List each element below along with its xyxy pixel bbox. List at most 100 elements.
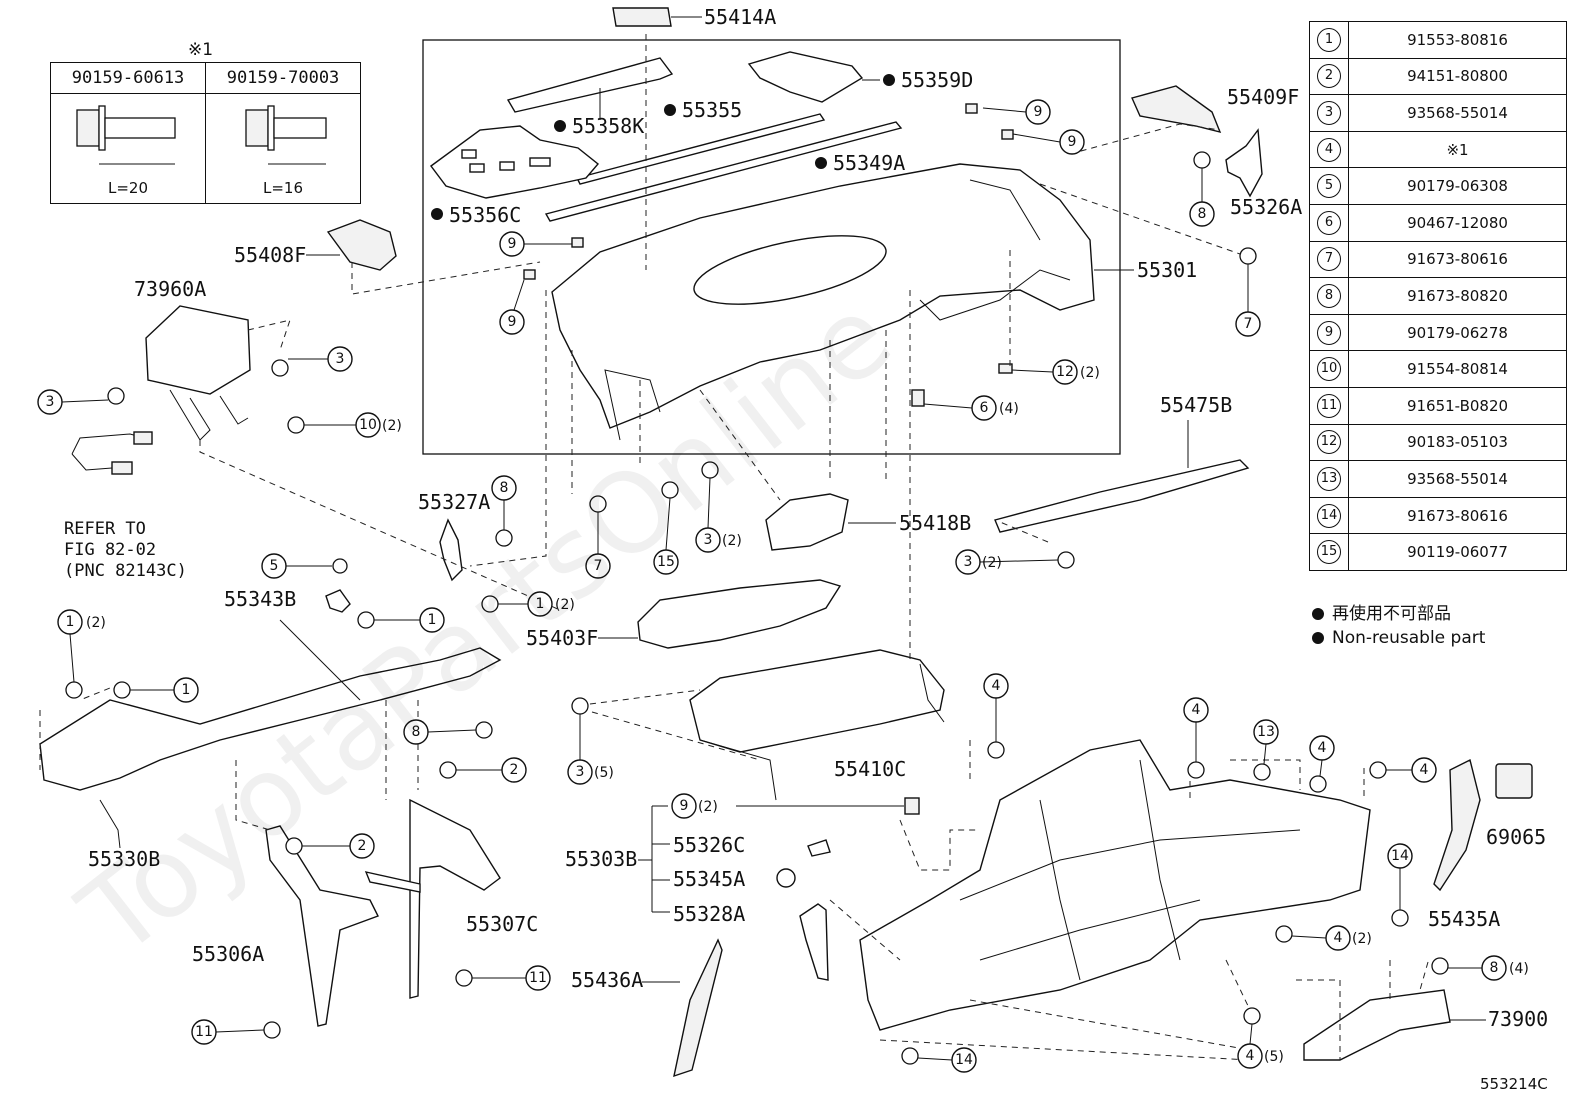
callout[interactable]: 4 xyxy=(1386,757,1437,783)
callout[interactable]: 12(2) xyxy=(1011,359,1100,385)
part-number: 94151-80800 xyxy=(1348,57,1567,96)
part-55301-instrument-panel[interactable]: 55301 xyxy=(551,163,1197,441)
part-55307C[interactable]: 55307C xyxy=(364,798,538,999)
callout[interactable]: 10(2) xyxy=(304,412,402,438)
svg-text:73900: 73900 xyxy=(1488,1007,1548,1031)
parts-table-row[interactable]: 4※1 xyxy=(1309,130,1567,169)
part-73960A[interactable]: 73960A xyxy=(134,277,251,441)
svg-text:(2): (2) xyxy=(982,555,1002,571)
callout[interactable]: 8 xyxy=(491,475,517,530)
callout[interactable]: 11 xyxy=(472,965,551,991)
callout[interactable]: 4 xyxy=(1309,735,1335,777)
svg-text:7: 7 xyxy=(594,558,603,574)
callout[interactable]: 1 xyxy=(130,677,199,703)
part-number: 90467-12080 xyxy=(1348,203,1567,242)
callout[interactable]: 2 xyxy=(456,757,527,783)
callout[interactable]: 4(5) xyxy=(1237,1023,1284,1069)
callout[interactable]: 8 xyxy=(403,719,477,745)
part-69065[interactable]: 69065 xyxy=(1486,763,1546,849)
callout[interactable]: 3(5) xyxy=(567,714,614,785)
part-55327A[interactable]: 55327A xyxy=(418,490,490,582)
callout[interactable]: 4 xyxy=(983,673,1009,742)
part-55475B[interactable]: 55475B xyxy=(994,393,1250,533)
clip-9-b[interactable] xyxy=(1001,129,1014,140)
callout[interactable]: 3 xyxy=(288,346,353,372)
svg-text:55359D: 55359D xyxy=(901,68,973,92)
callout[interactable]: 11 xyxy=(191,1019,265,1045)
part-55359D[interactable]: 55359D xyxy=(747,51,973,103)
callout[interactable]: 14 xyxy=(1387,843,1413,910)
row-index: 5 xyxy=(1309,167,1349,205)
callout[interactable]: 7 xyxy=(1235,264,1261,337)
part-panel-reinforcement[interactable] xyxy=(859,739,1371,1031)
part-55303B-group[interactable]: 55303B 55326C 55345A 55328A xyxy=(565,797,920,981)
part-55355[interactable]: 55355 xyxy=(575,98,826,185)
callout[interactable]: 15 xyxy=(653,497,679,575)
svg-text:55475B: 55475B xyxy=(1160,393,1232,417)
clip-6[interactable] xyxy=(911,389,925,407)
callout[interactable]: 1 xyxy=(374,607,445,633)
callout[interactable]: 8 xyxy=(1189,168,1215,227)
part-55409F[interactable]: 55409F xyxy=(1131,85,1299,134)
callout[interactable]: 14 xyxy=(917,1047,977,1073)
callout[interactable]: 1(2) xyxy=(57,609,106,683)
svg-text:8: 8 xyxy=(500,480,509,496)
part-55414A[interactable]: 55414A xyxy=(612,5,776,29)
index-circle: 15 xyxy=(1317,540,1341,565)
clip-9-a[interactable] xyxy=(965,103,978,114)
svg-text:(2): (2) xyxy=(382,418,402,434)
callout[interactable]: 7 xyxy=(585,512,611,579)
svg-text:55307C: 55307C xyxy=(466,912,538,936)
clip-12[interactable] xyxy=(998,363,1013,374)
part-55408F[interactable]: 55408F xyxy=(234,219,397,271)
callout[interactable]: 4 xyxy=(1183,697,1209,762)
parts-table-row[interactable]: 6 90467-12080 xyxy=(1309,203,1567,242)
callout[interactable]: 9 xyxy=(499,279,525,335)
part-55436A[interactable]: 55436A xyxy=(571,938,723,1078)
clip-9-c[interactable] xyxy=(571,237,584,248)
part-55306A[interactable]: 55306A xyxy=(192,825,379,1027)
part-55418B[interactable]: 55418B xyxy=(765,493,971,551)
callout[interactable]: 6(4) xyxy=(923,395,1019,421)
callout[interactable]: 9 xyxy=(1012,129,1085,155)
part-55403F[interactable]: 55403F xyxy=(526,579,842,650)
callout[interactable]: 1(2) xyxy=(498,591,575,617)
part-55326A[interactable]: 55326A xyxy=(1225,128,1302,219)
part-55349A[interactable]: 55349A xyxy=(544,121,905,222)
callout[interactable]: 2 xyxy=(302,833,375,859)
row-index: 9 xyxy=(1309,313,1349,352)
part-73900[interactable]: 73900 xyxy=(1303,989,1548,1061)
callout[interactable]: 9 xyxy=(499,231,572,257)
part-55410C[interactable]: 55410C xyxy=(689,649,945,801)
callout[interactable]: 5 xyxy=(261,553,332,579)
svg-text:6: 6 xyxy=(980,400,989,416)
callout[interactable]: 3 xyxy=(37,389,109,415)
index-circle: 6 xyxy=(1317,210,1341,235)
callout[interactable]: 4(2) xyxy=(1291,925,1372,951)
part-55330B-steering-beam[interactable]: 55330B xyxy=(39,619,502,871)
callout[interactable]: 9(2) xyxy=(671,793,904,819)
callout[interactable]: 13 xyxy=(1253,719,1279,765)
part-55343B[interactable]: 55343B xyxy=(224,587,351,613)
callout[interactable]: 3(2) xyxy=(955,549,1059,575)
part-55358K[interactable]: 55358K xyxy=(506,57,674,138)
clip-9-d[interactable] xyxy=(523,269,536,280)
callout[interactable]: 8(4) xyxy=(1448,955,1529,981)
callout[interactable]: 9 xyxy=(982,99,1051,125)
part-55356C[interactable]: 55356C xyxy=(430,125,600,227)
part-55435A[interactable]: 55435A xyxy=(1428,758,1500,931)
callout[interactable]: 3(2) xyxy=(695,477,742,553)
